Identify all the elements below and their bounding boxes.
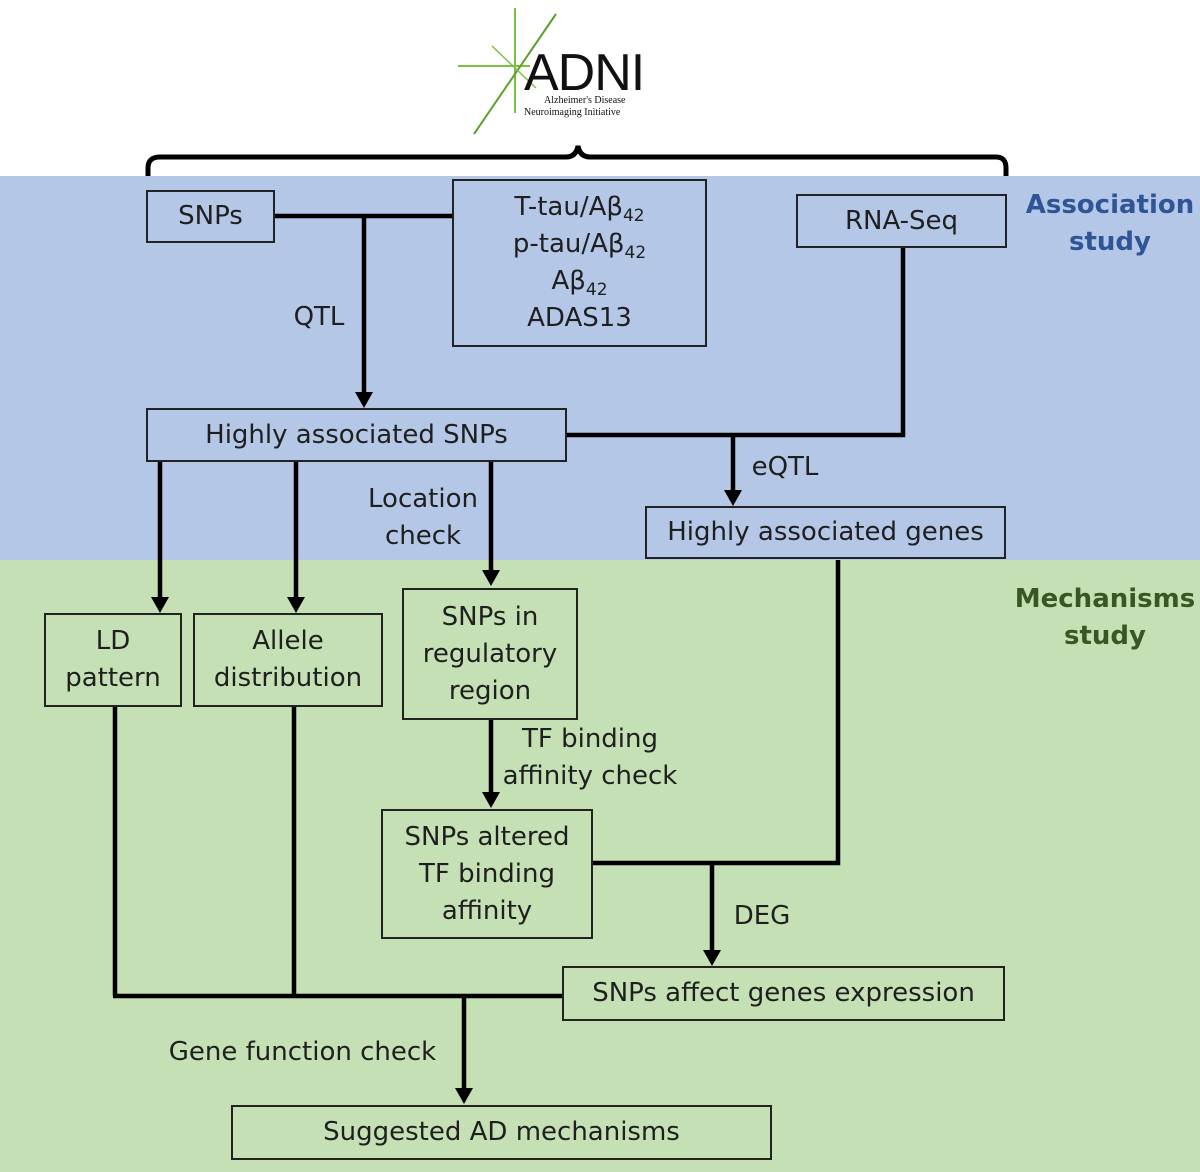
location-check-label: Location check [368,484,478,551]
highly-associated-genes-label: Highly associated genes [667,517,984,547]
highly-associated-genes-box: Highly associated genes [645,506,1006,559]
qtl-arrowhead [355,392,373,408]
snps-affect-expression-label: SNPs affect genes expression [592,978,975,1008]
to-allele-arrowhead [287,597,305,613]
mechanisms-study-band [0,560,1200,1172]
ld-pattern-box: LD pattern [44,613,182,707]
location-arrowhead [482,570,500,586]
gene-function-check-label: Gene function check [168,1037,437,1067]
biomarker-adas13: ADAS13 [527,303,632,333]
highly-associated-snps-label: Highly associated SNPs [205,419,508,450]
eqtl-arrowhead [724,490,742,506]
tf-arrowhead [482,792,500,808]
suggested-ad-mechanisms-label: Suggested AD mechanisms [323,1117,680,1147]
adni-logo-mark: ADNI Alzheimer's Disease Neuroimaging In… [458,8,645,135]
snps-regulatory-region-label: SNPs in regulatory region [422,601,558,706]
adni-wordmark: ADNI [524,44,644,102]
adni-brace [145,145,1009,176]
snps-regulatory-region-box: SNPs in regulatory region [402,588,578,720]
allele-distribution-label: Allele distribution [213,626,363,693]
deg-label: DEG [733,901,791,931]
allele-distribution-box: Allele distribution [193,613,383,707]
ld-pattern-label: LD pattern [65,626,161,693]
gene-function-arrowhead [455,1088,473,1104]
mechanisms-study-label: Mechanisms study [1014,584,1196,651]
snps-affect-expression-box: SNPs affect genes expression [562,966,1005,1021]
adni-subtitle-1: Alzheimer's Disease [544,95,626,106]
genes-down-line [592,560,841,866]
eqtl-label: eQTL [751,452,819,482]
snps-altered-tf-label: SNPs altered TF binding affinity [404,821,570,926]
highly-associated-snps-box: Highly associated SNPs [146,408,567,462]
connector-lines [112,213,906,1090]
tf-binding-check-label: TF binding affinity check [502,724,678,791]
snps-box: SNPs [146,190,275,243]
association-study-label: Association study [1025,190,1195,257]
deg-arrowhead [703,950,721,966]
biomarker-ttau: T-tau/Aβ42 [514,192,645,226]
qtl-label: QTL [293,302,345,332]
biomarker-list: T-tau/Aβ42 p-tau/Aβ42 Aβ42 ADAS13 [513,189,646,337]
snps-label: SNPs [178,201,243,231]
snps-altered-tf-box: SNPs altered TF binding affinity [381,809,593,939]
biomarkers-box: T-tau/Aβ42 p-tau/Aβ42 Aβ42 ADAS13 [452,179,707,347]
adni-subtitle-2: Neuroimaging Initiative [524,107,621,118]
biomarker-ptau: p-tau/Aβ42 [512,229,647,263]
adni-logo: ADNI Alzheimer's Disease Neuroimaging In… [452,8,662,140]
arrowheads [151,392,742,1104]
to-ld-arrowhead [151,597,169,613]
rnaseq-box: RNA-Seq [796,194,1007,248]
biomarker-abeta: Aβ42 [551,266,608,300]
rnaseq-label: RNA-Seq [844,205,959,236]
suggested-ad-mechanisms-box: Suggested AD mechanisms [231,1105,772,1160]
association-study-band [0,176,1200,560]
rnaseq-line [567,248,906,438]
